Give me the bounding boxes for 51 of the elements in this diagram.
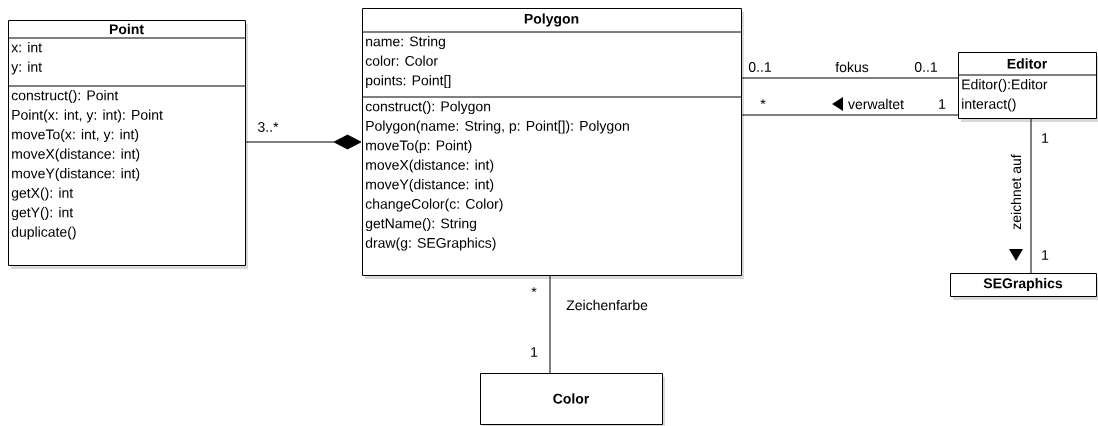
class-box xyxy=(950,273,1098,300)
multiplicity-label: 0..1 xyxy=(914,62,937,72)
multiplicity-label: 1 xyxy=(939,99,946,109)
method-text: getY(): int xyxy=(11,207,74,221)
method-text: interact() xyxy=(962,98,1016,112)
class-box xyxy=(7,20,248,269)
attribute-text: color: Color xyxy=(365,55,438,66)
method-text: draw(g: SEGraphics) xyxy=(365,237,496,251)
association-line xyxy=(1030,118,1032,274)
edge-label: fokus xyxy=(834,60,870,74)
attribute-text: name: String xyxy=(366,36,445,50)
association-line xyxy=(741,114,959,116)
multiplicity-label: 0..1 xyxy=(748,62,771,72)
method-text: moveX(distance: int) xyxy=(12,148,140,162)
method-text: duplicate() xyxy=(11,226,76,240)
method-text: moveTo(p: Point) xyxy=(366,140,472,154)
method-text: construct(): Point xyxy=(11,90,119,104)
method-text: Point(x: int, y: int): Point xyxy=(12,109,163,123)
class-name: Polygon xyxy=(524,13,579,27)
method-text: getName(): String xyxy=(365,218,477,232)
method-text: Polygon(name: String, p: Point[]): Polygon xyxy=(366,120,629,134)
class-name: Color xyxy=(553,393,590,404)
attribute-text: y: int xyxy=(11,61,42,75)
association-line xyxy=(549,275,551,374)
attribute-text: x: int xyxy=(11,42,42,53)
method-text: construct(): Polygon xyxy=(365,101,491,115)
edge-label: Zeichenfarbe xyxy=(565,298,649,312)
edge-label: zeichnet auf xyxy=(1009,153,1023,231)
multiplicity-label: 1 xyxy=(531,347,538,357)
method-text: moveY(distance: int) xyxy=(366,179,494,193)
edge-label: verwaltet xyxy=(847,97,905,111)
class-box xyxy=(361,8,744,279)
method-text: moveY(distance: int) xyxy=(12,168,140,182)
multiplicity-label: 3..* xyxy=(258,122,279,132)
class-name: Point xyxy=(109,23,144,35)
multiplicity-label: * xyxy=(760,99,766,105)
class-box xyxy=(957,52,1098,122)
multiplicity-label: 1 xyxy=(1042,250,1049,260)
association-line xyxy=(741,77,959,79)
class-name: Editor xyxy=(1007,58,1047,69)
method-text: getX(): int xyxy=(11,187,74,201)
multiplicity-label: 1 xyxy=(1042,133,1049,143)
method-text: changeColor(c: Color) xyxy=(365,198,503,212)
class-box xyxy=(480,373,665,426)
composition-line xyxy=(245,134,362,150)
method-text: moveX(distance: int) xyxy=(366,159,494,173)
method-text: Editor():Editor xyxy=(962,79,1048,93)
multiplicity-label: * xyxy=(531,287,537,293)
method-text: moveTo(x: int, y: int) xyxy=(12,129,139,143)
attribute-text: points: Point[] xyxy=(366,75,451,89)
class-name: SEGraphics xyxy=(983,278,1063,292)
